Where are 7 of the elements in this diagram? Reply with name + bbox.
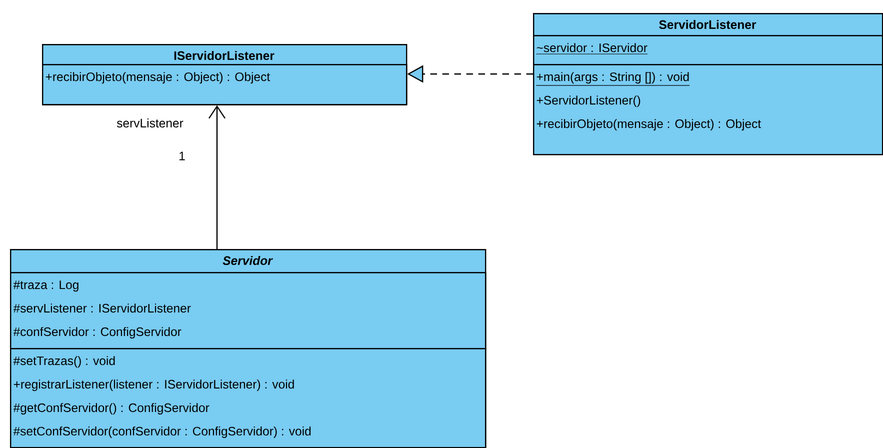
multiplicity-label: 1	[180, 152, 185, 160]
role-label: servListener	[116, 118, 184, 128]
compartment: #traza : Log #servListener : IServidorListener #confServidor : ConfigServidor	[10, 272, 486, 350]
arrow	[208, 105, 226, 249]
compartment: #setTrazas() : void +registrarListener(listener : IServidorListener) : void #getConfServidor() : ConfigServidor #setConfServidor(confServidor : ConfigServidor) : void	[10, 348, 486, 448]
compartment: ~servidor : IServidor	[533, 35, 883, 66]
compartment: +recibirObjeto(mensaje : Object) : Object	[42, 64, 408, 106]
